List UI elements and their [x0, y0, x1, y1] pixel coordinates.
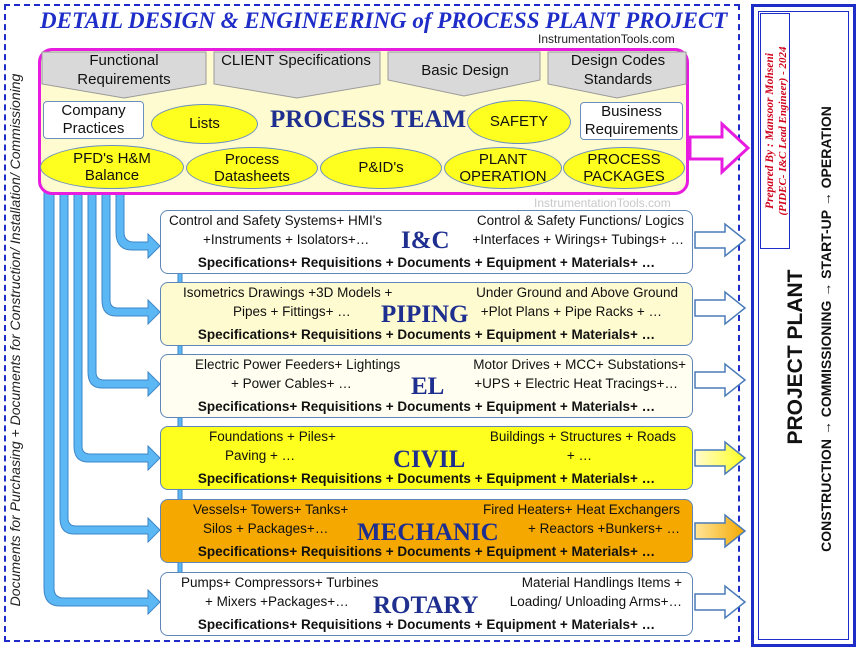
- process-output-arrow: [688, 120, 751, 176]
- output-arrow-rotary: [694, 584, 747, 620]
- arrow-to-mechanic: [59, 191, 161, 544]
- input-design-codes: Design Codes Standards: [570, 52, 666, 88]
- author-box: [760, 13, 790, 249]
- safety-oval: SAFETY: [467, 100, 571, 144]
- input-basic-design: Basic Design: [421, 62, 509, 79]
- arrow-to-rotary: [43, 191, 161, 616]
- discipline-civil: Foundations + Piles+ Paving + … Building…: [160, 426, 693, 490]
- input-client-specifications: CLIENT Specifications: [221, 52, 371, 69]
- discipline-rotary: Pumps+ Compressors+ Turbines + Mixers +P…: [160, 572, 693, 636]
- output-arrow-ic: [694, 222, 747, 258]
- arrow-to-el: [87, 191, 161, 398]
- process-team-title: PROCESS TEAM: [270, 106, 467, 133]
- project-plant-panel: Prepared By : Mansoor Mohseni (PIDEC- I&…: [751, 4, 856, 647]
- discipline-name-mechanic: MECHANIC: [357, 519, 499, 546]
- watermark-top: InstrumentationTools.com: [538, 32, 675, 46]
- output-arrow-el: [694, 362, 747, 398]
- process-packages-oval: PROCESS PACKAGES: [563, 147, 685, 189]
- input-functional-requirements: Functional Requirements: [77, 52, 171, 88]
- discipline-el: Electric Power Feeders+ Lightings + Powe…: [160, 354, 693, 418]
- arrow-to-piping: [101, 191, 161, 326]
- lifecycle-phases: CONSTRUCTION → COMMISSIONING → START-UP …: [818, 106, 834, 552]
- project-plant-title: PROJECT PLANT: [784, 269, 807, 445]
- output-arrow-civil: [694, 440, 747, 476]
- discipline-name-piping: PIPING: [381, 301, 469, 328]
- discipline-name-civil: CIVIL: [393, 446, 466, 473]
- pid-oval: P&ID's: [320, 147, 442, 189]
- pfd-oval: PFD's H&M Balance: [40, 145, 184, 189]
- discipline-name-rotary: ROTARY: [373, 592, 479, 619]
- discipline-name-ic: I&C: [401, 227, 450, 254]
- discipline-name-el: EL: [411, 373, 445, 400]
- company-practices-box: Company Practices: [43, 101, 144, 139]
- prepared-by: Prepared By : Mansoor Mohseni: [764, 53, 776, 209]
- business-requirements-box: Business Requirements: [580, 102, 683, 140]
- outer-frame: [4, 4, 740, 642]
- input-chevrons: [41, 51, 687, 99]
- discipline-piping: Isometrics Drawings +3D Models + Pipes +…: [160, 282, 693, 346]
- page-title: DETAIL DESIGN & ENGINEERING of PROCESS P…: [40, 8, 728, 33]
- output-arrow-piping: [694, 290, 747, 326]
- process-datasheets-oval: Process Datasheets: [186, 147, 318, 189]
- discipline-mechanic: Vessels+ Towers+ Tanks+ Silos + Packages…: [160, 499, 693, 563]
- arrow-to-ic: [115, 191, 161, 260]
- watermark-mid: InstrumentationTools.com: [534, 196, 671, 210]
- lists-oval: Lists: [151, 104, 258, 144]
- discipline-ic: Control and Safety Systems+ HMI's +Instr…: [160, 210, 693, 274]
- output-arrow-mechanic: [694, 513, 747, 549]
- plant-operation-oval: PLANT OPERATION: [444, 147, 562, 189]
- prepared-role: (PIDEC- I&C Lead Engineer) - 2024: [777, 46, 789, 216]
- arrow-to-civil: [73, 191, 161, 472]
